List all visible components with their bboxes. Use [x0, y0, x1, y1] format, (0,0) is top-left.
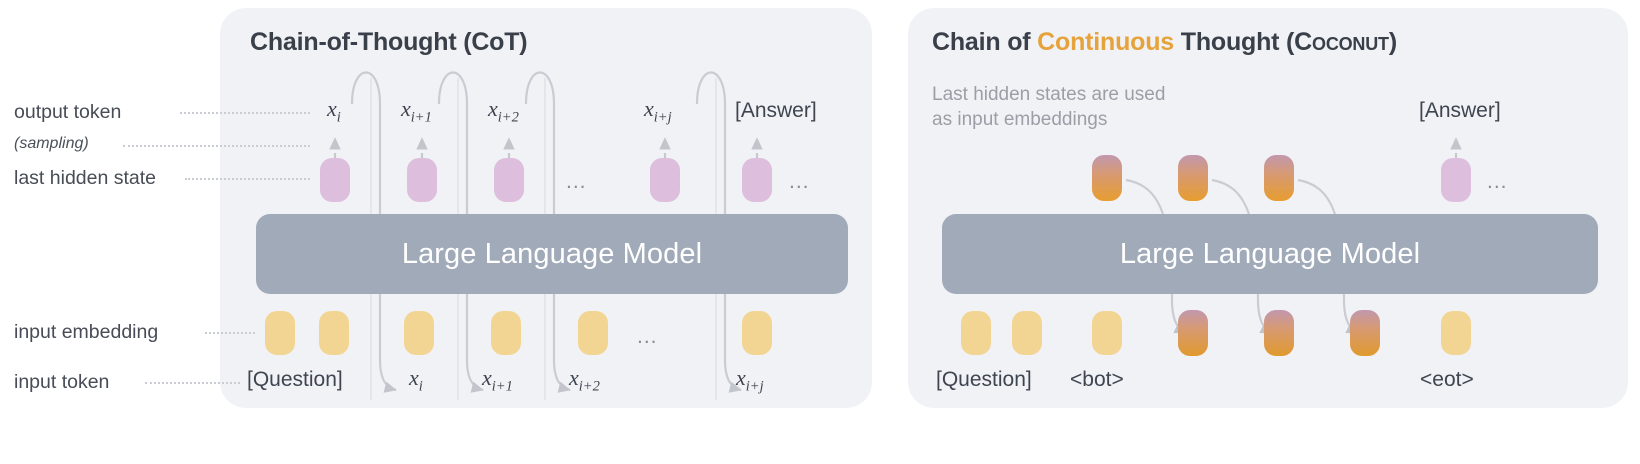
hidden-state-box	[650, 158, 680, 202]
input-token: xi	[409, 365, 423, 395]
leader-line-input-token	[145, 382, 240, 384]
input-token-question: [Question]	[247, 368, 343, 391]
title-coconut: Chain of Continuous Thought (Coconut)	[932, 28, 1397, 57]
hidden-state-box	[407, 158, 437, 202]
input-token-bot: <bot>	[1070, 368, 1124, 391]
output-token: xi+j	[644, 96, 672, 126]
input-token-eot: <eot>	[1420, 368, 1474, 391]
output-token: xi+2	[488, 96, 519, 126]
title-coconut-smallcaps: Coconut	[1294, 28, 1389, 56]
note-coconut: Last hidden states are used as input emb…	[932, 84, 1166, 130]
llm-box-coconut: Large Language Model	[942, 214, 1598, 294]
input-embedding-box	[1012, 311, 1042, 355]
input-token: xi+1	[482, 365, 513, 395]
input-embedding-box	[1092, 311, 1122, 355]
cot-sampling-arrows	[329, 137, 763, 158]
ellipsis-coconut-hidden: ...	[1487, 170, 1508, 193]
title-coconut-part3: )	[1388, 28, 1397, 56]
label-input-token: input token	[14, 371, 110, 393]
continuous-input-embedding-box	[1178, 310, 1208, 356]
continuous-thought-box	[1264, 155, 1294, 201]
input-token: xi+j	[736, 365, 764, 395]
title-chain-of-thought: Chain-of-Thought (CoT)	[250, 28, 528, 56]
input-embedding-box	[742, 311, 772, 355]
cot-recurrence-arcs	[350, 71, 742, 393]
title-coconut-part1: Chain of	[932, 28, 1038, 56]
title-coconut-part2: Thought (	[1174, 28, 1295, 56]
ellipsis-hidden-states: ...	[566, 170, 587, 193]
output-token-answer: [Answer]	[1419, 99, 1501, 122]
hidden-state-box	[1441, 158, 1471, 202]
label-output-token: output token	[14, 101, 122, 123]
input-embedding-box	[491, 311, 521, 355]
input-embedding-box	[961, 311, 991, 355]
leader-line-input-embedding	[205, 332, 255, 334]
leader-line-last-hidden-state	[185, 178, 310, 180]
hidden-state-box	[494, 158, 524, 202]
ellipsis-input-embeddings: ...	[637, 325, 658, 348]
label-sampling: (sampling)	[14, 135, 89, 152]
output-token-answer: [Answer]	[735, 99, 817, 122]
continuous-input-embedding-box	[1264, 310, 1294, 356]
ellipsis-hidden-states-tail: ...	[789, 170, 810, 193]
hidden-state-box	[742, 158, 772, 202]
input-embedding-box	[1441, 311, 1471, 355]
output-token: xi	[327, 96, 341, 126]
title-coconut-accent: Continuous	[1037, 28, 1174, 56]
input-embedding-box	[265, 311, 295, 355]
input-token-question: [Question]	[936, 368, 1032, 391]
input-embedding-box	[319, 311, 349, 355]
leader-line-sampling	[123, 145, 310, 147]
label-last-hidden-state: last hidden state	[14, 167, 157, 189]
hidden-state-box	[320, 158, 350, 202]
label-input-embedding: input embedding	[14, 321, 159, 343]
leader-line-output-token	[180, 112, 310, 114]
input-token: xi+2	[569, 365, 600, 395]
llm-box-cot: Large Language Model	[256, 214, 848, 294]
continuous-thought-box	[1092, 155, 1122, 201]
input-embedding-box	[404, 311, 434, 355]
input-embedding-box	[578, 311, 608, 355]
continuous-input-embedding-box	[1350, 310, 1380, 356]
continuous-thought-box	[1178, 155, 1208, 201]
output-token: xi+1	[401, 96, 432, 126]
